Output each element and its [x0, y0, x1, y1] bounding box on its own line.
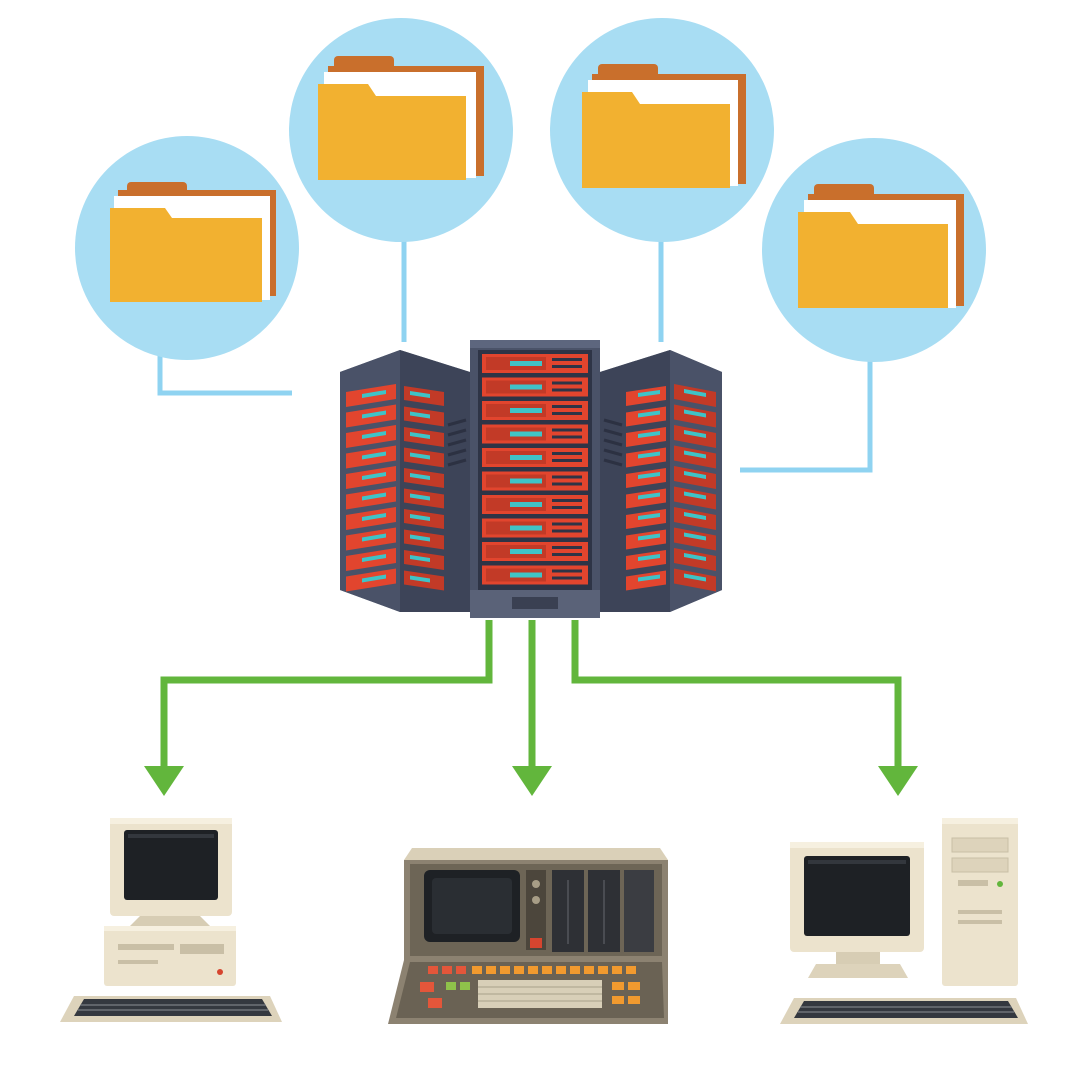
server-rack-icon [340, 340, 722, 618]
server-drive-slot [482, 495, 588, 514]
server-drive-slot [482, 354, 588, 373]
folder-icon [582, 64, 746, 188]
server-drive-slot [626, 404, 716, 428]
server-drive-slot [482, 401, 588, 420]
server-drive-slot [626, 445, 716, 469]
server-drive-slot [482, 377, 588, 397]
server-rack-left [340, 350, 470, 612]
server-drive-slot [346, 527, 444, 551]
server-drive-slot [482, 448, 588, 467]
server-drive-slot [626, 384, 716, 407]
server-drive-slot [626, 548, 716, 571]
server-drive-slot [346, 425, 444, 448]
file-folder-2 [289, 18, 513, 242]
server-rack-right [600, 350, 722, 612]
server-drive-slot [346, 507, 444, 530]
server-drive-slot [482, 542, 588, 561]
server-drive-slot [626, 466, 716, 489]
server-drive-slot [346, 466, 444, 489]
server-drive-slot [346, 486, 444, 510]
folder-icon [110, 182, 276, 302]
server-drive-slot [626, 507, 716, 530]
server-rack-center [470, 340, 600, 618]
server-drive-slot [346, 548, 444, 571]
client-connectors [160, 620, 902, 770]
server-drive-slot [626, 568, 716, 592]
server-drive-slot [626, 486, 716, 510]
connector-client-1 [160, 620, 493, 770]
server-drive-slot [346, 384, 444, 407]
server-drive-slot [482, 518, 588, 538]
arrow-head-1 [144, 766, 184, 796]
server-drive-slot [626, 425, 716, 448]
folder-icon [318, 56, 484, 180]
tower-computer-icon [780, 818, 1028, 1024]
server-drive-slot [346, 404, 444, 428]
desktop-computer-icon [60, 818, 282, 1022]
connector-client-3 [571, 620, 902, 770]
terminal-workstation-icon [388, 848, 668, 1024]
arrow-head-2 [512, 766, 552, 796]
arrow-head-3 [878, 766, 918, 796]
server-drive-slot [482, 471, 588, 491]
folder-icon [798, 184, 964, 308]
file-folder-4 [762, 138, 986, 362]
file-folder-1 [75, 136, 299, 360]
server-drive-slot [482, 565, 588, 585]
server-drive-slot [626, 527, 716, 551]
server-drive-slot [482, 424, 588, 444]
connector-folder-4 [740, 355, 873, 473]
server-drive-slot [346, 445, 444, 469]
file-folder-3 [550, 18, 774, 242]
server-drive-slot [346, 568, 444, 592]
